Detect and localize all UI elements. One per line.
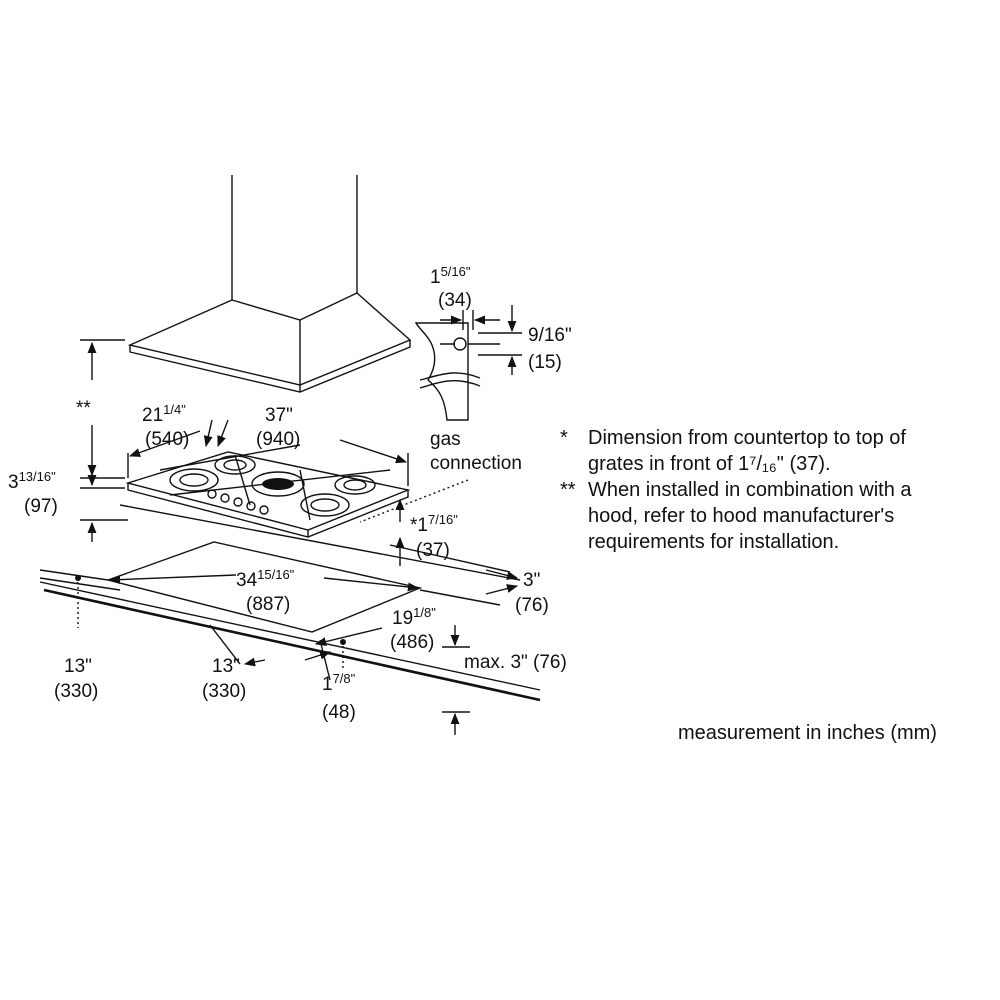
- footnote-line: When installed in combination with a: [588, 479, 912, 501]
- footnote-line: requirements for installation.: [588, 531, 840, 553]
- height-dimension: 313/16": [8, 469, 56, 493]
- left-offset-dimension-mm: (330): [54, 681, 98, 702]
- dimension-lines: [75, 339, 519, 735]
- left-offset-dimension: 13": [64, 656, 92, 677]
- back-clearance-dimension: 3": [523, 570, 540, 591]
- gas-label: gas: [430, 429, 461, 450]
- half-width-dimension-mm: (540): [145, 429, 189, 450]
- footnote-line: grates in front of 1⁷/₁₆" (37).: [588, 453, 831, 475]
- measurement-unit-note: measurement in inches (mm): [678, 722, 937, 744]
- bracket-width-dimension-mm: (34): [438, 290, 472, 311]
- cutout-width-dimension: 3415/16": [236, 567, 295, 591]
- footnote-mark: *: [560, 427, 568, 449]
- footnote-line: Dimension from countertop to top of: [588, 427, 906, 449]
- footnotes: * Dimension from countertop to top of gr…: [560, 425, 912, 555]
- cutout-width-dimension-mm: (887): [246, 594, 290, 615]
- countertop: [39, 504, 541, 702]
- hood-height-mark: **: [76, 398, 91, 419]
- height-dimension-mm: (97): [24, 496, 58, 517]
- mounting-bracket-detail: [414, 305, 522, 421]
- grate-height-dimension-mm: (37): [416, 540, 450, 561]
- cutout-depth-dimension: 191/8": [392, 605, 436, 629]
- full-width-dimension: 37": [265, 405, 293, 426]
- footnote-single-star: * Dimension from countertop to top of gr…: [560, 425, 912, 477]
- max-depth-dimension: max. 3" (76): [464, 652, 567, 673]
- connection-label: connection: [430, 453, 522, 474]
- footnote-mark: **: [560, 479, 576, 501]
- footnote-double-star: ** When installed in combination with a …: [560, 477, 912, 555]
- cutout-depth-dimension-mm: (486): [390, 632, 434, 653]
- range-hood: [127, 175, 412, 393]
- footnote-line: hood, refer to hood manufacturer's: [588, 505, 895, 527]
- gas-offset-dimension: 17/8": [322, 671, 356, 695]
- front-offset-dimension-mm: (330): [202, 681, 246, 702]
- front-offset-dimension: 13": [212, 656, 240, 677]
- bracket-width-dimension: 15/16": [430, 264, 471, 288]
- back-clearance-dimension-mm: (76): [515, 595, 549, 616]
- bracket-height-dimension: 9/16": [528, 325, 572, 346]
- grate-height-dimension: *17/16": [410, 512, 458, 536]
- gas-offset-dimension-mm: (48): [322, 702, 356, 723]
- gas-cooktop: [125, 444, 411, 538]
- full-width-dimension-mm: (940): [256, 429, 300, 450]
- bracket-height-dimension-mm: (15): [528, 352, 562, 373]
- half-width-dimension: 211/4": [142, 402, 186, 426]
